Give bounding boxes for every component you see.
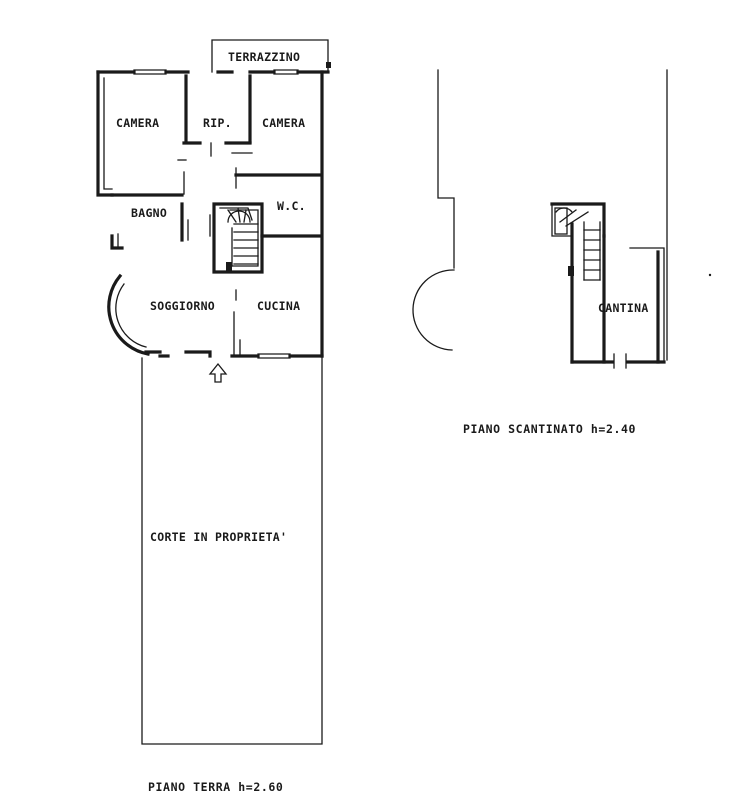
room-label-cantina: CANTINA [598, 301, 649, 315]
room-label-rip: RIP. [203, 116, 232, 130]
west-wall [96, 70, 184, 250]
room-label-camera-left: CAMERA [116, 116, 159, 130]
drawing-dot [708, 273, 712, 277]
room-label-camera-right: CAMERA [262, 116, 305, 130]
basement-plan: CANTINA PIANO SCANTINATO h=2.40 [412, 69, 712, 436]
staircase-icon [550, 202, 606, 364]
interior-walls [177, 74, 322, 357]
room-label-bagno: BAGNO [131, 206, 167, 220]
ground-floor-plan: TERRAZZINO CAMERA RIP. CAMERA BAGNO W.C.… [96, 39, 331, 794]
entrance-arrow-icon [208, 362, 228, 383]
room-label-cucina: CUCINA [257, 299, 300, 313]
staircase-icon [212, 202, 264, 274]
room-label-terrazzino: TERRAZZINO [228, 50, 300, 64]
south-wall [158, 350, 324, 359]
terrazzino-balcony [211, 39, 331, 73]
caption-piano-terra: PIANO TERRA h=2.60 [148, 780, 283, 794]
basement-footprint-outline [412, 69, 668, 361]
caption-piano-scantinato: PIANO SCANTINATO h=2.40 [463, 422, 636, 436]
cantina-room [570, 234, 666, 369]
corte-courtyard [141, 357, 323, 745]
room-label-wc: W.C. [277, 199, 306, 213]
room-label-soggiorno: SOGGIORNO [150, 299, 215, 313]
north-wall [96, 69, 330, 75]
room-label-corte: CORTE IN PROPRIETA' [150, 530, 287, 544]
bay-window [107, 273, 162, 356]
